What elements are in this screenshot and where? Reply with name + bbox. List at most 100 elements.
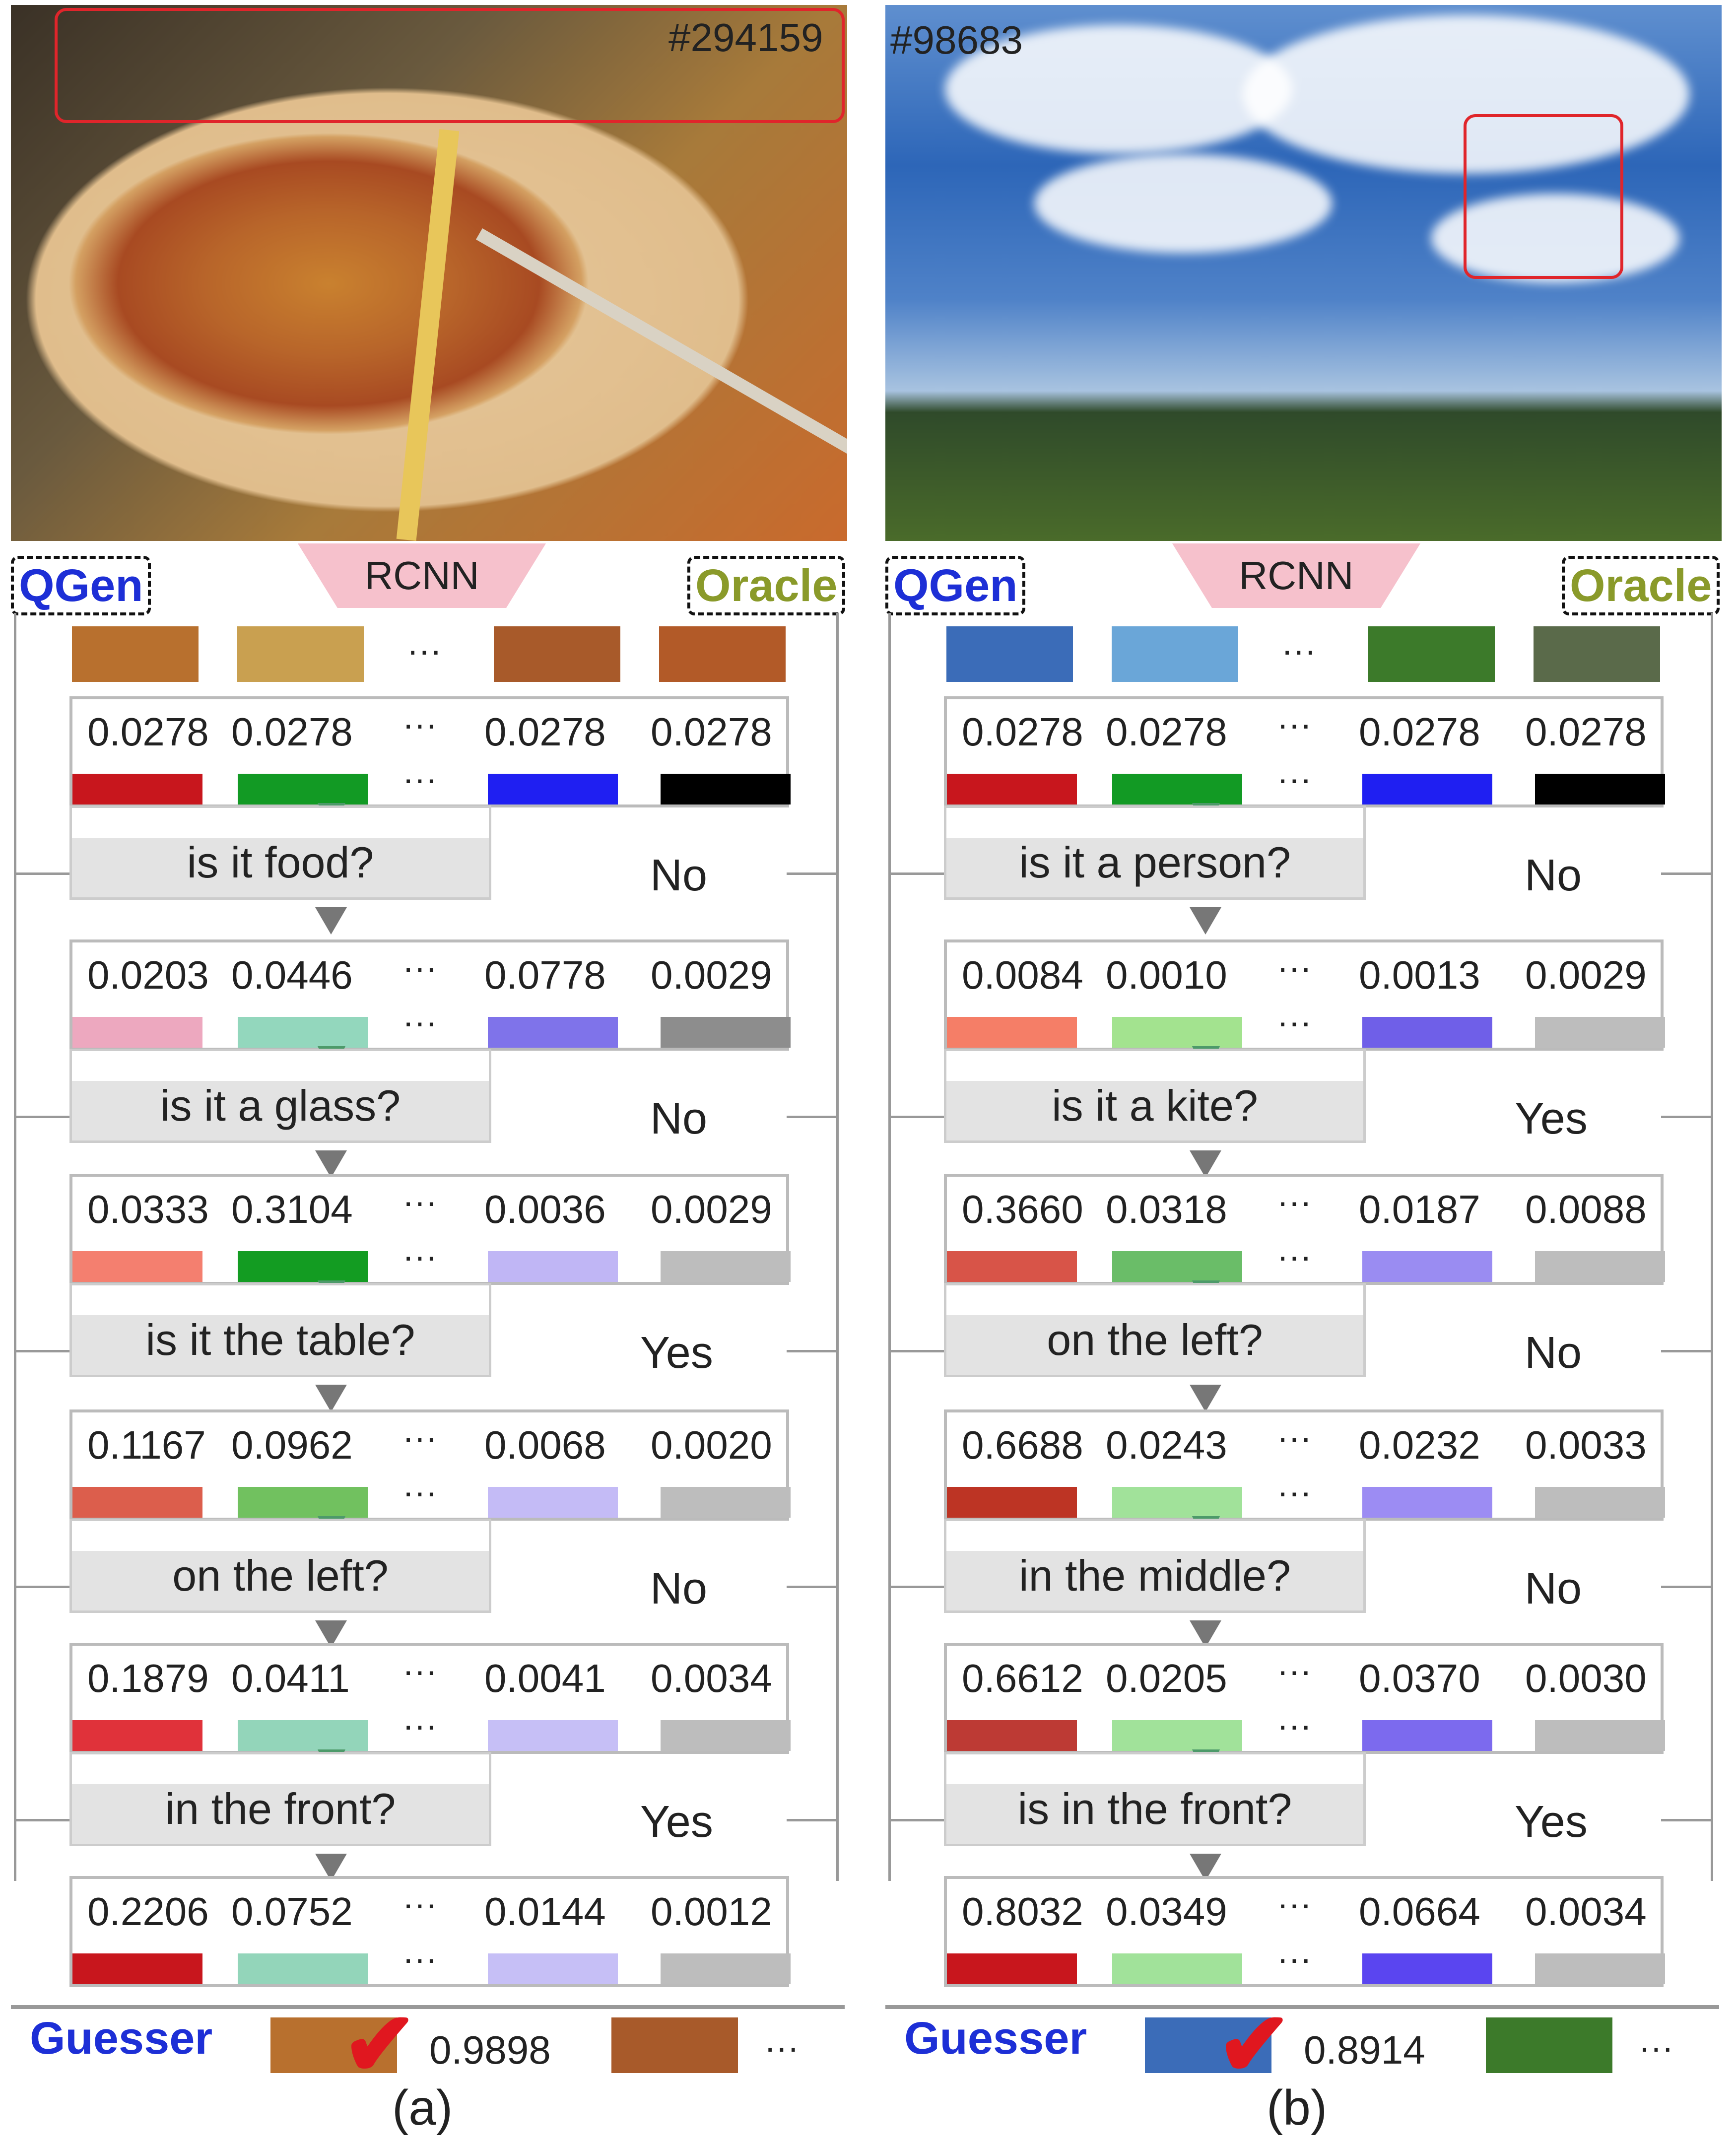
probability-color-swatch (947, 1720, 1077, 1751)
probability-color-swatch (1535, 1953, 1665, 1984)
oracle-answer: No (650, 1564, 708, 1613)
probability-color-swatch (1362, 1953, 1492, 1984)
object-probability: 0.0012 (651, 1889, 772, 1934)
ellipsis: ··· (1281, 631, 1316, 670)
oracle-answer: No (650, 851, 708, 900)
ellipsis: ··· (1277, 759, 1312, 798)
oracle-input-arrow (1661, 1586, 1712, 1588)
ellipsis: ··· (402, 1182, 437, 1221)
qgen-input-arrow (889, 1586, 944, 1588)
other-object-thumbnail (611, 2017, 738, 2073)
oracle-answer: Yes (1515, 1094, 1588, 1143)
object-probability: 0.0278 (1525, 710, 1647, 754)
question-text: on the left? (172, 1551, 389, 1600)
probability-color-swatch (238, 1953, 368, 1984)
object-probability: 0.0029 (1525, 953, 1647, 997)
guesser-divider (885, 2005, 1719, 2009)
question-text: in the middle? (1019, 1551, 1291, 1600)
probability-color-swatch (238, 1720, 368, 1751)
oracle-input-arrow (1661, 1819, 1712, 1821)
ellipsis: ··· (402, 1237, 437, 1275)
qgen-flow-line (14, 613, 16, 1881)
question-box: is it a glass? (69, 1049, 491, 1143)
oracle-answer: Yes (640, 1797, 713, 1847)
object-probability: 0.0278 (651, 710, 772, 754)
object-probability: 0.6688 (962, 1423, 1083, 1467)
object-probability: 0.0243 (1106, 1423, 1227, 1467)
fork-shape (396, 129, 460, 541)
ellipsis: ··· (402, 759, 437, 798)
probability-color-swatch (661, 1251, 791, 1282)
oracle-input-arrow (1661, 1116, 1712, 1118)
object-probability: 0.0411 (231, 1656, 350, 1700)
probability-color-swatch (488, 774, 618, 804)
probability-color-swatch (947, 1251, 1077, 1282)
guesser-more-ellipsis: ··· (1639, 2028, 1673, 2067)
object-probability: 0.3660 (962, 1187, 1083, 1231)
object-probability: 0.0205 (1106, 1656, 1227, 1700)
object-probability: 0.0187 (1359, 1187, 1480, 1231)
question-box-top (72, 1051, 489, 1081)
probability-color-swatch (1362, 1017, 1492, 1048)
qgen-label: QGen (885, 556, 1026, 615)
guesser-score: 0.8914 (1304, 2028, 1425, 2072)
question-text: is it a kite? (1052, 1081, 1258, 1130)
question-box-top (72, 1754, 489, 1784)
cloud-shape (945, 25, 1292, 154)
object-probability: 0.0068 (484, 1423, 606, 1467)
next-step-arrow-icon (315, 1150, 347, 1178)
ellipsis: ··· (1277, 1706, 1312, 1744)
object-probability: 0.1879 (87, 1656, 209, 1700)
object-probability: 0.6612 (962, 1656, 1083, 1700)
probability-color-swatch (661, 1487, 791, 1518)
probability-color-swatch (1535, 774, 1665, 804)
question-box: is it a person? (944, 805, 1366, 900)
object-probability: 0.0278 (1106, 710, 1227, 754)
object-probability: 0.0962 (231, 1423, 353, 1467)
question-box: in the front? (69, 1752, 491, 1846)
qgen-input-arrow (15, 1116, 69, 1118)
object-probability: 0.0030 (1525, 1656, 1647, 1700)
object-probability: 0.0088 (1525, 1187, 1647, 1231)
probability-color-swatch (488, 1017, 618, 1048)
question-box-top (946, 1754, 1363, 1784)
probability-color-swatch (947, 1487, 1077, 1518)
object-probability: 0.0446 (231, 953, 353, 997)
guesser-score: 0.9898 (429, 2028, 551, 2072)
question-box-top (946, 808, 1363, 838)
probability-color-swatch (947, 774, 1077, 804)
object-probability: 0.0278 (484, 710, 606, 754)
probability-color-swatch (1535, 1720, 1665, 1751)
qgen-input-arrow (889, 872, 944, 875)
qgen-flow-line (888, 613, 891, 1881)
image-id-label: #294159 (668, 15, 823, 60)
ellipsis: ··· (402, 1706, 437, 1744)
probability-color-swatch (1362, 1487, 1492, 1518)
object-probability: 0.0034 (651, 1656, 772, 1700)
rcnn-label: RCNN (1172, 543, 1420, 608)
candidate-object-thumbnail (659, 626, 786, 682)
question-text: in the front? (165, 1784, 396, 1833)
question-box-top (72, 1285, 489, 1315)
probability-color-swatch (72, 1487, 202, 1518)
panel-caption: (a) (392, 2080, 453, 2136)
qgen-input-arrow (15, 872, 69, 875)
ellipsis: ··· (1277, 1884, 1312, 1923)
object-probability: 0.0034 (1525, 1889, 1647, 1934)
guesser-more-ellipsis: ··· (764, 2028, 799, 2067)
image-id-label: #98683 (890, 18, 1023, 62)
probability-color-swatch (238, 1487, 368, 1518)
object-probability: 0.8032 (962, 1889, 1083, 1934)
probability-color-swatch (1362, 1720, 1492, 1751)
panel-caption: (b) (1267, 2080, 1328, 2136)
question-box-top (946, 1521, 1363, 1551)
object-probability: 0.0752 (231, 1889, 353, 1934)
candidate-object-thumbnail (1534, 626, 1660, 682)
oracle-input-arrow (787, 1116, 837, 1118)
probability-color-swatch (238, 774, 368, 804)
probability-color-swatch (72, 774, 202, 804)
